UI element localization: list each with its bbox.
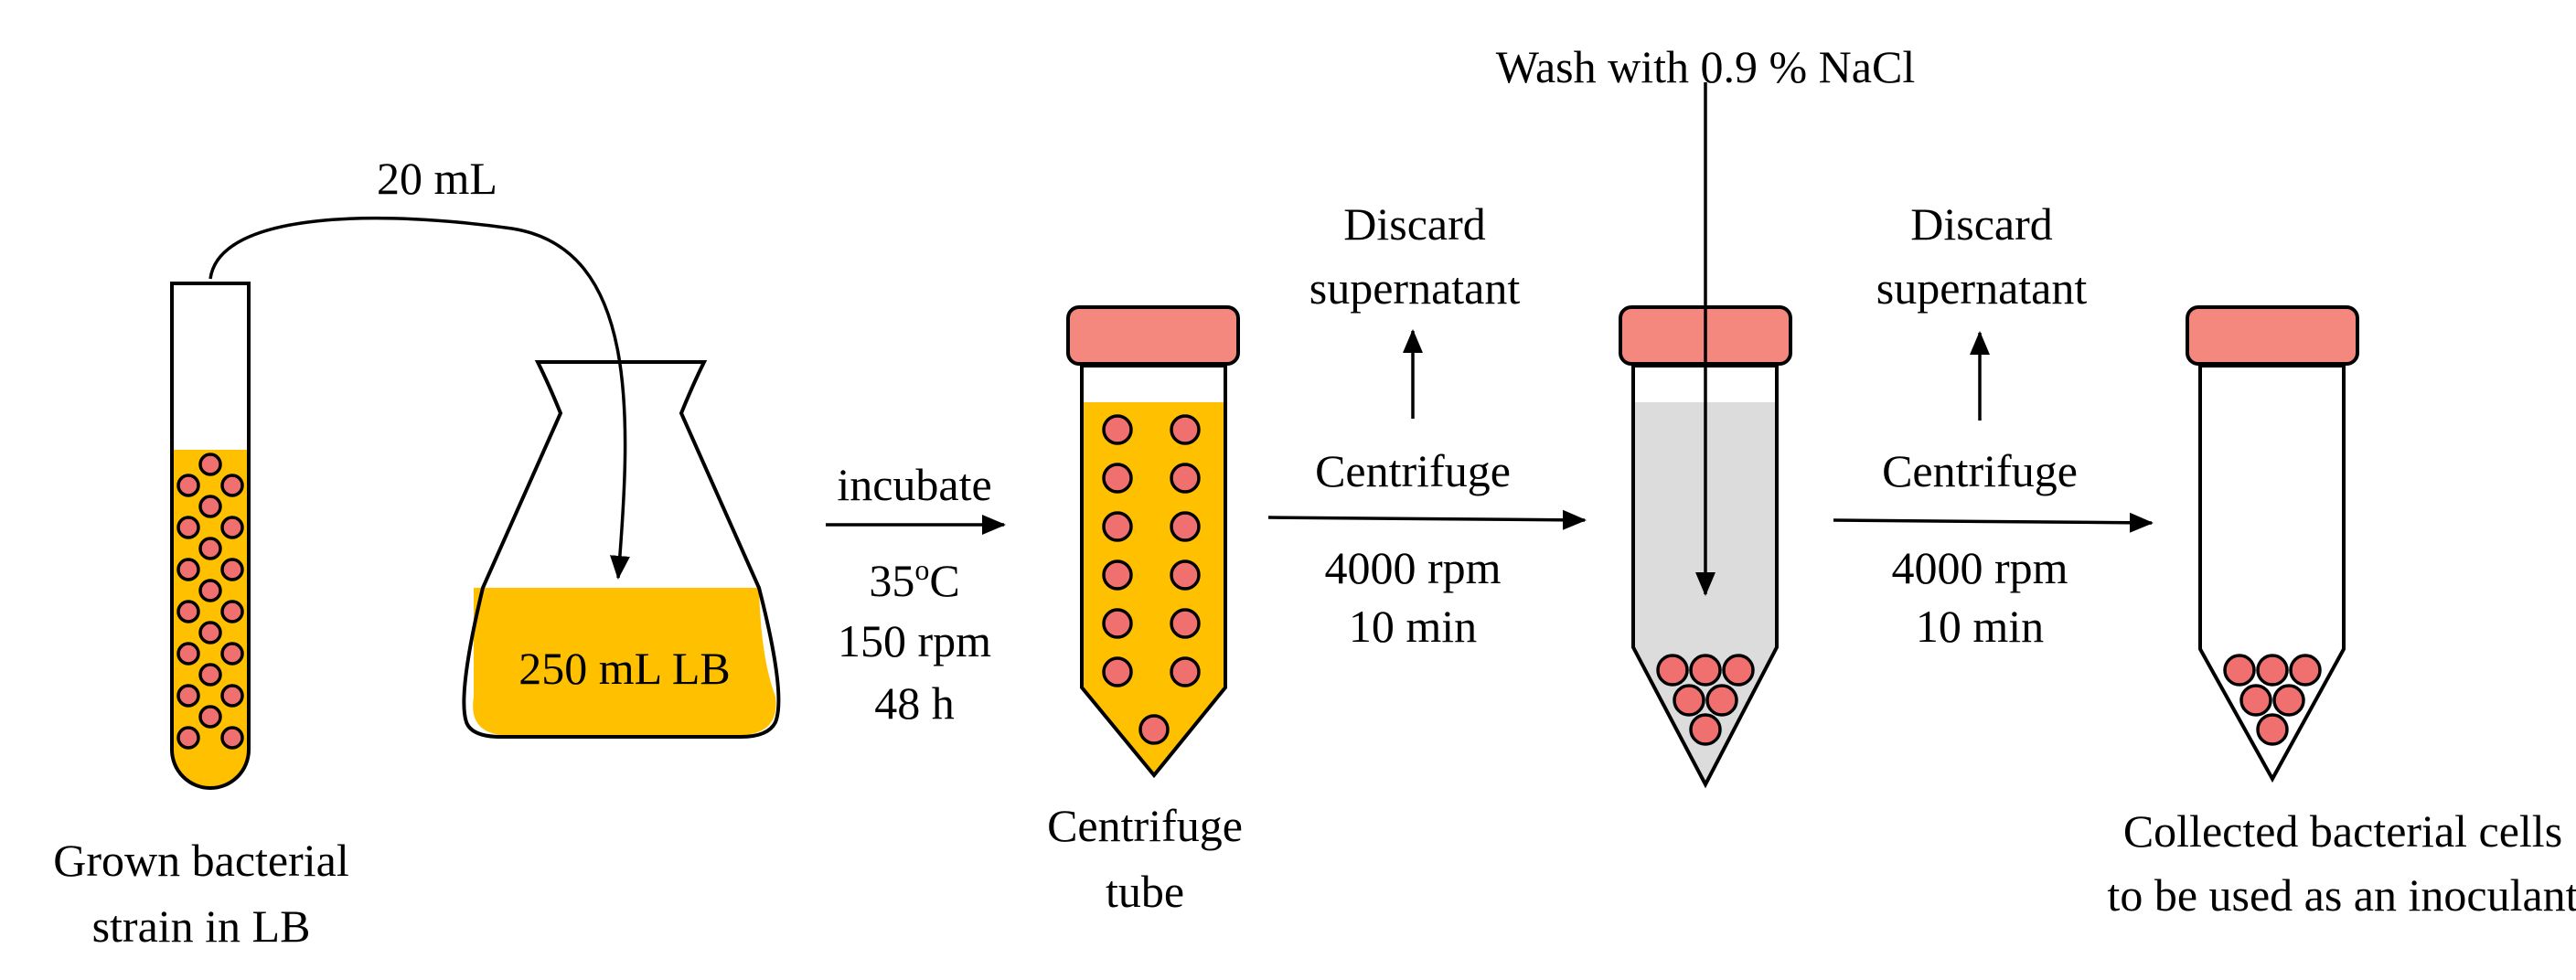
bacterial-cell: [1722, 654, 1755, 687]
bacterial-cell: [2256, 713, 2289, 746]
caption-tube-line2: strain in LB: [92, 900, 311, 952]
bacterial-cell: [220, 474, 244, 497]
label-shake-speed: 150 rpm: [838, 615, 991, 666]
bacterial-cell: [198, 453, 222, 476]
label-speed-2: 4000 rpm: [1891, 542, 2068, 593]
flask-broth: [473, 588, 776, 735]
label-speed-1: 4000 rpm: [1324, 542, 1501, 593]
bacterial-cell: [198, 621, 222, 644]
tube1-cells: [1102, 414, 1201, 745]
label-centrifuge-2: Centrifuge: [1882, 445, 2078, 496]
erlenmeyer-flask: [462, 360, 781, 739]
bacterial-cell: [1170, 414, 1201, 445]
bacterial-cell: [1170, 463, 1201, 494]
bacterial-cell: [198, 537, 222, 560]
bacterial-cell: [1673, 684, 1705, 717]
bacterial-cell: [1170, 608, 1201, 639]
caption-centrifuge-line2: tube: [1106, 866, 1184, 917]
label-temperature: 35oC: [869, 553, 959, 606]
bacterial-cell: [1170, 511, 1201, 542]
bacterial-cell: [176, 516, 200, 539]
caption-centrifuge-line1: Centrifuge: [1047, 800, 1243, 851]
transfer-arrow: [208, 216, 630, 580]
bacterial-cell: [1102, 414, 1133, 445]
caption-final-line1: Collected bacterial cells: [2123, 805, 2562, 857]
bacterial-cell: [2223, 654, 2256, 687]
bacterial-cell: [1138, 714, 1170, 745]
bacterial-cell: [220, 558, 244, 581]
bacterial-cell: [176, 684, 200, 708]
bacterial-cell: [2289, 654, 2322, 687]
tube-outline: [170, 282, 251, 790]
label-flask-content: 250 mL LB: [518, 643, 730, 694]
label-discard-1-line1: Discard: [1343, 198, 1486, 250]
tube1-cap: [1066, 305, 1240, 366]
label-discard-2-line1: Discard: [1910, 198, 2053, 250]
bacterial-cell: [1102, 608, 1133, 639]
label-centrifuge-1: Centrifuge: [1315, 445, 1511, 496]
bacterial-cell: [1170, 559, 1201, 591]
bacterial-cell: [176, 600, 200, 623]
bacterial-cell: [198, 495, 222, 518]
label-discard-2-line2: supernatant: [1876, 262, 2088, 314]
flask-outline: [462, 360, 781, 739]
bacterial-cell: [1102, 559, 1133, 591]
tube-cells: [176, 453, 244, 750]
bacterial-cell: [1102, 511, 1133, 542]
bacterial-cell: [1170, 656, 1201, 687]
bacterial-cell: [1705, 684, 1738, 717]
tube3-cap: [2186, 305, 2359, 366]
tube2-cells: [1656, 654, 1755, 746]
bacterial-cell: [176, 558, 200, 581]
bacterial-cell: [2272, 684, 2305, 717]
label-time-1: 10 min: [1349, 601, 1477, 652]
bacterial-cell: [198, 705, 222, 729]
bacterial-cell: [2256, 654, 2289, 687]
label-volume-transfer: 20 mL: [377, 153, 497, 204]
bacterial-cell: [220, 684, 244, 708]
caption-tube-line1: Grown bacterial: [53, 835, 348, 886]
test-tube: [170, 282, 251, 790]
bacterial-cell: [220, 516, 244, 539]
label-discard-1-line2: supernatant: [1309, 262, 1521, 314]
bacterial-cell: [176, 726, 200, 750]
bacterial-cell: [1689, 713, 1722, 746]
bacterial-cell: [220, 600, 244, 623]
bacterial-cell: [176, 474, 200, 497]
label-wash: Wash with 0.9 % NaCl: [1496, 41, 1915, 92]
bacterial-cell: [1102, 656, 1133, 687]
bacterial-cell: [220, 726, 244, 750]
bacterial-cell: [2239, 684, 2272, 717]
bacterial-cell: [1689, 654, 1722, 687]
bacterial-cell: [176, 642, 200, 666]
centrifuge-tube-collected: [2186, 305, 2359, 783]
bacterial-cell: [1102, 463, 1133, 494]
label-duration: 48 h: [874, 677, 955, 729]
arrow-centrifuge-1: [1267, 509, 1587, 530]
arrow-centrifuge-2: [1833, 512, 2154, 533]
bacterial-cell: [198, 663, 222, 687]
label-time-2: 10 min: [1916, 601, 2044, 652]
label-incubate: incubate: [837, 459, 991, 510]
bacterial-cell: [220, 642, 244, 666]
caption-final-line2: to be used as an inoculant: [2107, 869, 2576, 921]
bacterial-cell: [1656, 654, 1689, 687]
centrifuge-tube-broth: [1066, 305, 1240, 779]
tube3-cells: [2223, 654, 2322, 746]
bacterial-cell: [198, 579, 222, 602]
